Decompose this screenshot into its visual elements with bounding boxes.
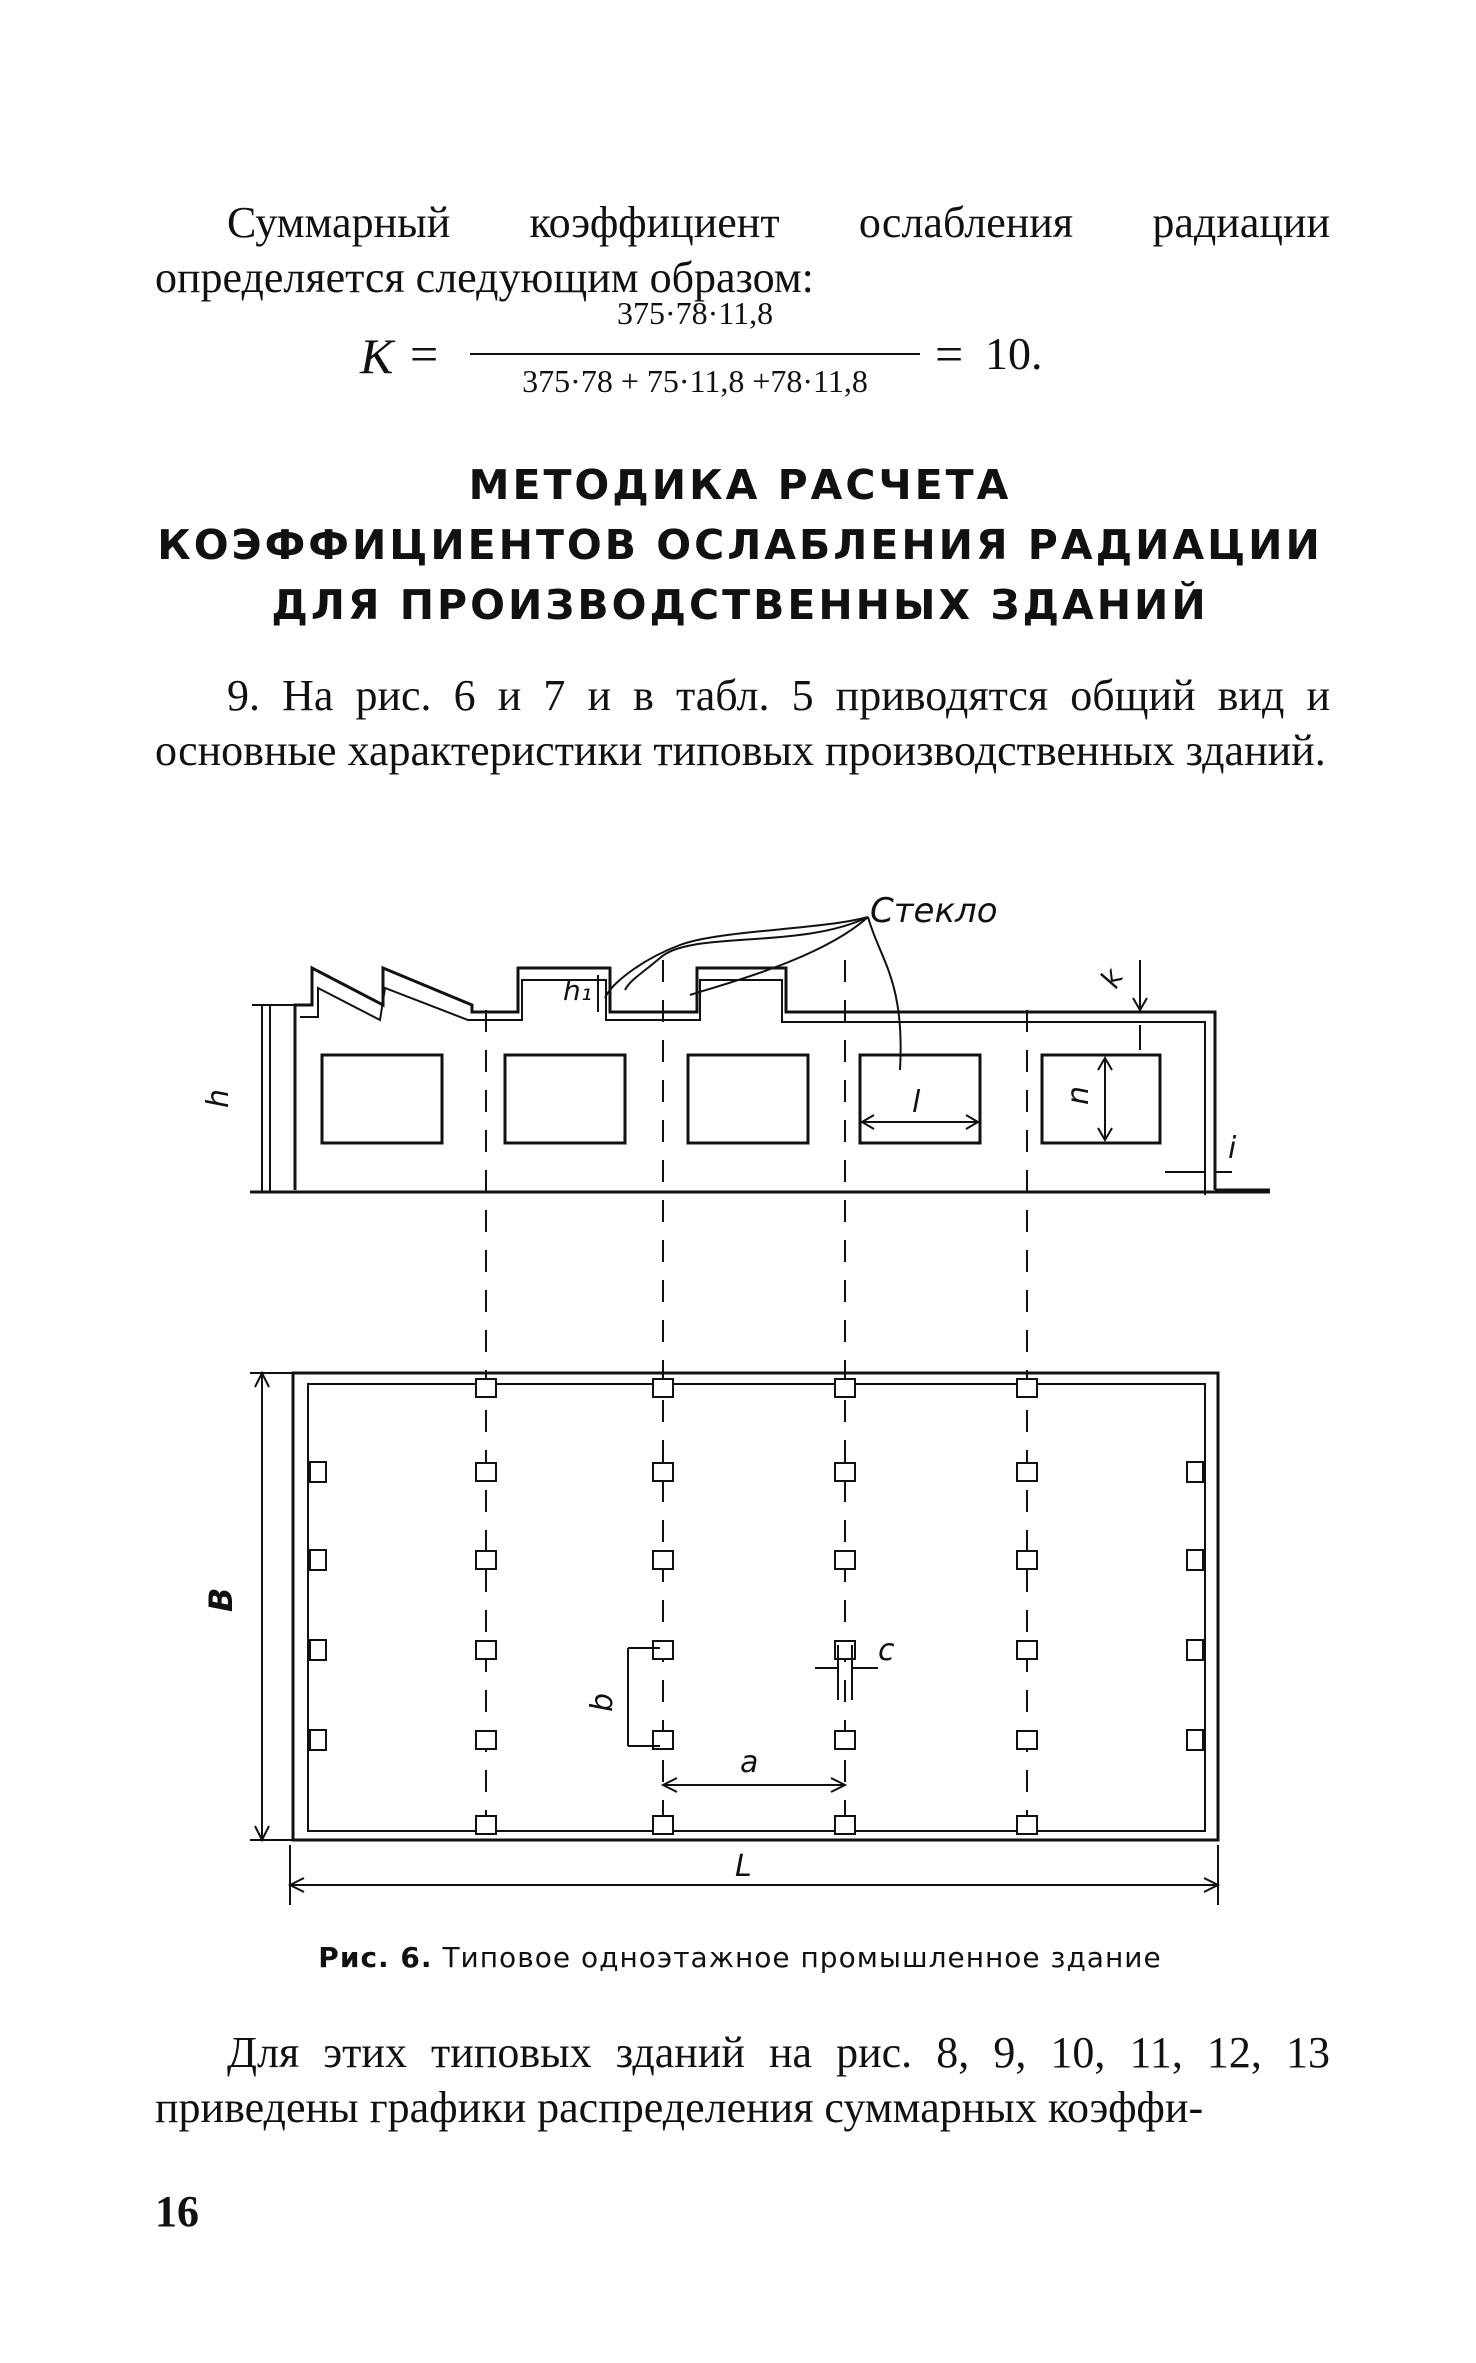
label-h: h	[201, 1089, 236, 1108]
formula-numerator: 375·78·11,8	[616, 295, 774, 331]
column-marker	[1016, 1462, 1038, 1482]
label-k: k	[1093, 961, 1131, 993]
column-axes	[485, 960, 1028, 1840]
column-marker	[834, 1462, 856, 1482]
column-marker	[309, 1461, 327, 1483]
glass-leader	[867, 916, 902, 1071]
label-L: L	[735, 1849, 752, 1884]
column-marker	[652, 1815, 674, 1835]
column-marker	[475, 1815, 497, 1835]
arrow	[1132, 997, 1148, 1012]
formula-lhs: K	[360, 328, 394, 384]
window	[320, 1053, 444, 1145]
column-marker	[1186, 1461, 1204, 1483]
formula-result: 10.	[985, 328, 1043, 379]
label-a: a	[740, 1745, 758, 1780]
window	[858, 1053, 982, 1145]
closing-paragraph: Для этих типовых зданий на рис. 8, 9, 10…	[155, 2028, 1330, 2132]
column-marker	[309, 1729, 327, 1751]
label-b: b	[585, 1693, 620, 1712]
caption-text: Типовое одноэтажное промышленное здание	[442, 1941, 1162, 1974]
column-marker	[475, 1462, 497, 1482]
arrow	[860, 1114, 980, 1130]
column-marker	[475, 1730, 497, 1750]
formula-denominator: 375·78 + 75·11,8 +78·11,8	[522, 363, 868, 399]
section-heading-line-2: КОЭФФИЦИЕНТОВ ОСЛАБЛЕНИЯ РАДИАЦИИ	[157, 521, 1323, 569]
column-marker	[309, 1549, 327, 1571]
column-marker	[309, 1639, 327, 1661]
glass-label: Стекло	[870, 891, 998, 931]
roof-outline	[293, 965, 1217, 1190]
column-marker	[1186, 1639, 1204, 1661]
section-heading-line-1: МЕТОДИКА РАСЧЕТА	[468, 461, 1012, 509]
formula-equals-2: =	[935, 326, 964, 382]
glass-leader	[604, 916, 869, 999]
label-l: l	[912, 1085, 921, 1120]
elevation-view	[250, 916, 1270, 1195]
window	[686, 1053, 810, 1145]
arrow	[254, 1370, 270, 1843]
column-marker	[834, 1815, 856, 1835]
fraction-bar	[470, 353, 920, 355]
column-marker	[834, 1378, 856, 1398]
arrow	[287, 1877, 1221, 1893]
column-marker	[652, 1462, 674, 1482]
window	[1040, 1053, 1162, 1145]
caption-prefix: Рис. 6.	[318, 1941, 433, 1974]
column-marker	[1016, 1730, 1038, 1750]
column-marker	[834, 1640, 856, 1660]
glass-leader	[624, 916, 869, 991]
columns	[309, 1378, 1204, 1835]
column-marker	[1016, 1550, 1038, 1570]
formula-equals: =	[410, 326, 439, 382]
arrow	[1097, 1056, 1113, 1142]
roof-inner	[300, 979, 1206, 1190]
figure-caption: Рис. 6. Типовое одноэтажное промышленное…	[150, 1941, 1330, 1974]
column-marker	[1186, 1729, 1204, 1751]
window	[503, 1053, 627, 1145]
label-c: c	[878, 1633, 895, 1668]
label-h1: h₁	[563, 974, 592, 1007]
column-marker	[652, 1550, 674, 1570]
column-marker	[834, 1550, 856, 1570]
intro-paragraph: Суммарный коэффициент ослабления радиаци…	[155, 198, 1330, 302]
plan-outer-wall	[291, 1371, 1220, 1842]
column-marker	[652, 1640, 674, 1660]
plan-view	[250, 1370, 1221, 1905]
column-marker	[475, 1378, 497, 1398]
column-marker	[652, 1730, 674, 1750]
column-marker	[1016, 1640, 1038, 1660]
glass-leader	[689, 916, 869, 996]
arrow	[660, 1777, 848, 1793]
page-number: 16	[155, 2187, 199, 2236]
column-marker	[475, 1640, 497, 1660]
label-n: n	[1061, 1086, 1096, 1105]
column-marker	[834, 1730, 856, 1750]
label-B: B	[202, 1588, 240, 1612]
paragraph-9: 9. На рис. 6 и 7 и в табл. 5 приводятся …	[155, 671, 1330, 775]
section-heading-line-3: ДЛЯ ПРОИЗВОДСТВЕННЫХ ЗДАНИЙ	[271, 581, 1209, 629]
column-marker	[475, 1550, 497, 1570]
column-marker	[1186, 1549, 1204, 1571]
column-marker	[652, 1378, 674, 1398]
plan-inner-wall	[307, 1383, 1206, 1832]
attenuation-formula: K = 375·78·11,8 375·78 + 75·11,8 +78·11,…	[360, 295, 1120, 435]
column-marker	[1016, 1378, 1038, 1398]
label-i: i	[1228, 1131, 1237, 1166]
column-marker	[1016, 1815, 1038, 1835]
